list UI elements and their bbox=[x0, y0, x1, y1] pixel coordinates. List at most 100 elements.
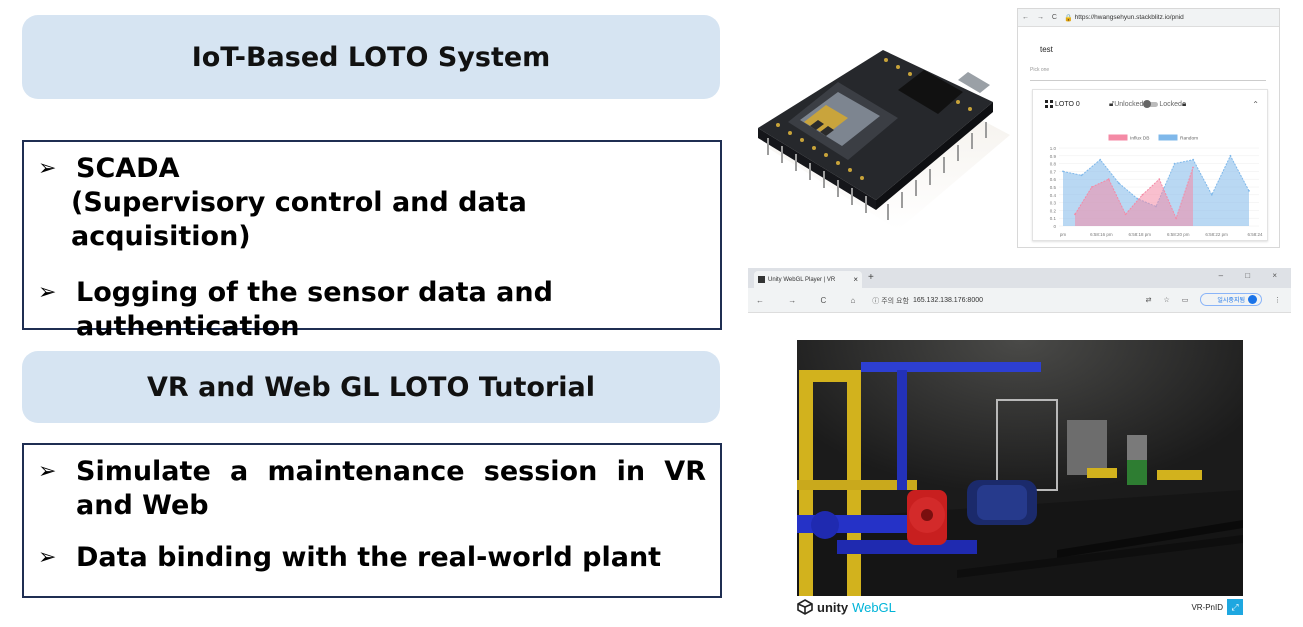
data-point bbox=[1229, 154, 1232, 157]
data-point bbox=[1090, 186, 1093, 188]
profile-status: 일시중지됨 bbox=[1217, 298, 1245, 304]
x-tick-label: 6:58:22 pm bbox=[1205, 232, 1228, 237]
browser-address-bar: ← → C 🔒 https://hwangsehyun.stackblitz.i… bbox=[1018, 9, 1279, 27]
close-tab-icon[interactable]: × bbox=[853, 275, 858, 284]
bullet-item: ➢ Data binding with the real-world plant bbox=[38, 541, 706, 575]
toolbar-right: ⇄ ☆ ▭ 일시중지됨 ⋮ bbox=[1134, 293, 1281, 306]
fullscreen-button[interactable]: ⤢ bbox=[1227, 599, 1243, 615]
address-bar: ← → C ⌂ ⓘ 주의 요함 165.132.138.176:8000 ⇄ ☆… bbox=[748, 288, 1291, 313]
data-point bbox=[1074, 213, 1076, 216]
bullet-item: ➢ Logging of the sensor data and authent… bbox=[38, 276, 706, 344]
legend-label: Random bbox=[1180, 136, 1198, 142]
arrow-bullet-icon: ➢ bbox=[38, 280, 57, 305]
panel-title: LOTO 0 bbox=[1055, 100, 1080, 108]
data-point bbox=[1175, 217, 1178, 220]
x-tick-label: 6:58:18 pm bbox=[1129, 232, 1152, 237]
legend-label: Influx DB bbox=[1130, 136, 1149, 142]
bullet-item: ➢ Simulate a maintenance session in VR a… bbox=[38, 455, 706, 523]
avatar bbox=[1248, 295, 1257, 304]
series-area bbox=[1075, 167, 1193, 226]
unity-cube-icon bbox=[797, 599, 813, 615]
data-point bbox=[1141, 193, 1144, 196]
y-tick-label: 0.1 bbox=[1050, 216, 1057, 221]
y-tick-label: 0.9 bbox=[1050, 154, 1057, 159]
cast-icon[interactable]: ▭ bbox=[1181, 296, 1189, 304]
data-point bbox=[1080, 174, 1083, 177]
unity-logo: unity WebGL bbox=[797, 599, 896, 615]
data-point bbox=[1117, 182, 1120, 184]
unlocked-label: Unlocked bbox=[1114, 100, 1144, 108]
arrow-bullet-icon: ➢ bbox=[38, 156, 57, 181]
profile-pill[interactable]: 일시중지됨 bbox=[1200, 293, 1262, 306]
bookmark-star-icon[interactable]: ☆ bbox=[1163, 296, 1170, 304]
new-tab-icon[interactable]: + bbox=[868, 272, 874, 283]
nodemcu-board-image bbox=[748, 30, 1013, 240]
page-title: test bbox=[1040, 45, 1053, 54]
webgl-wordmark: WebGL bbox=[852, 599, 896, 615]
legend-swatch bbox=[1108, 134, 1128, 141]
data-point bbox=[1192, 158, 1195, 161]
unity-webgl-canvas[interactable] bbox=[797, 340, 1243, 596]
browser-nav-icons[interactable]: ← → C bbox=[1022, 14, 1060, 21]
tab-title: Unity WebGL Player | VR bbox=[768, 276, 836, 283]
bullet-subtext: (Supervisory control and data acquisitio… bbox=[71, 187, 527, 252]
legend-swatch bbox=[1158, 134, 1178, 141]
menu-dots-icon[interactable]: ⋮ bbox=[1274, 296, 1281, 304]
chevron-up-icon[interactable]: ⌃ bbox=[1252, 100, 1259, 109]
nav-buttons-icons[interactable]: ← → C ⌂ bbox=[756, 296, 867, 305]
bullet-text: Simulate a maintenance session in VR and… bbox=[76, 456, 706, 521]
url-text[interactable]: 165.132.138.176:8000 bbox=[912, 297, 984, 304]
data-point bbox=[1107, 178, 1110, 181]
lock-icon: 🔒︎ bbox=[1181, 99, 1187, 108]
data-point bbox=[1248, 190, 1250, 192]
bullet-text: SCADA bbox=[76, 153, 180, 184]
unity-footer: unity WebGL VR-PnID ⤢ bbox=[797, 596, 1243, 618]
bullet-box-vr: ➢ Simulate a maintenance session in VR a… bbox=[22, 443, 722, 598]
data-point bbox=[1099, 158, 1102, 161]
y-tick-label: 0.4 bbox=[1050, 193, 1057, 198]
url-text[interactable]: https://hwangsehyun.stackblitz.io/pnid bbox=[1074, 14, 1184, 21]
dashboard-screenshot: ← → C 🔒 https://hwangsehyun.stackblitz.i… bbox=[1017, 8, 1280, 248]
data-point bbox=[1192, 166, 1194, 169]
lock-toggle-switch[interactable] bbox=[1143, 99, 1159, 108]
y-tick-label: 1.0 bbox=[1050, 146, 1057, 151]
y-tick-label: 0.2 bbox=[1050, 208, 1057, 213]
security-warning[interactable]: ⓘ 주의 요함 bbox=[872, 297, 909, 305]
data-point bbox=[1124, 213, 1127, 216]
y-tick-label: 0.6 bbox=[1050, 177, 1057, 182]
vr-plant-scene bbox=[797, 340, 1243, 596]
title-banner-vr: VR and Web GL LOTO Tutorial bbox=[22, 351, 720, 423]
data-point bbox=[1062, 170, 1064, 173]
translate-icon[interactable]: ⇄ bbox=[1145, 296, 1152, 304]
select-placeholder[interactable]: Pick one bbox=[1030, 67, 1050, 73]
board-illustration bbox=[758, 50, 1010, 230]
data-point bbox=[1210, 193, 1213, 196]
x-tick-label: 6:58:16 pm bbox=[1090, 232, 1113, 237]
banner-title: IoT-Based LOTO System bbox=[191, 41, 551, 73]
series-line bbox=[1074, 167, 1194, 220]
select-underline bbox=[1030, 80, 1266, 81]
x-tick-label: pm bbox=[1060, 232, 1067, 237]
banner-title: VR and Web GL LOTO Tutorial bbox=[146, 371, 596, 403]
panel-header: LOTO 0 bbox=[1045, 100, 1080, 108]
secure-lock-icon: 🔒 bbox=[1063, 14, 1073, 22]
grid-icon bbox=[1045, 100, 1053, 108]
arrow-bullet-icon: ➢ bbox=[38, 459, 57, 484]
unity-wordmark: unity bbox=[817, 599, 849, 615]
data-point bbox=[1173, 162, 1176, 165]
arrow-bullet-icon: ➢ bbox=[38, 545, 57, 570]
browser-tab[interactable]: Unity WebGL Player | VR × bbox=[754, 271, 862, 288]
bullet-item: ➢ SCADA bbox=[38, 152, 706, 186]
window-controls[interactable]: – □ × bbox=[1218, 271, 1287, 280]
tab-strip: Unity WebGL Player | VR × + – □ × bbox=[748, 268, 1291, 288]
x-tick-label: 6:58:20 pm bbox=[1167, 232, 1190, 237]
lock-toggle-row[interactable]: 🔓︎ Unlocked Locked 🔒︎ bbox=[1109, 99, 1186, 109]
x-tick-label: 6:58:24 bbox=[1247, 232, 1263, 237]
unity-browser-window: Unity WebGL Player | VR × + – □ × ← → C … bbox=[748, 268, 1291, 313]
app-title: VR-PnID bbox=[1191, 602, 1223, 612]
y-tick-label: 0.3 bbox=[1050, 201, 1057, 206]
series-line bbox=[1062, 154, 1250, 208]
unity-favicon-icon bbox=[758, 276, 765, 283]
title-banner-iot: IoT-Based LOTO System bbox=[22, 15, 720, 99]
